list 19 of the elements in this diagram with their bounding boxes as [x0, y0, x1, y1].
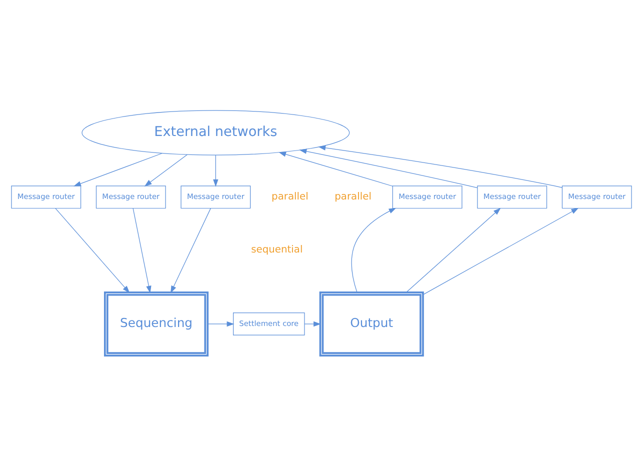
- label: parallel: [272, 191, 308, 202]
- arrow: [299, 148, 478, 188]
- node-box: Output: [319, 291, 424, 356]
- arrow: [144, 154, 188, 186]
- arrow: [351, 208, 396, 293]
- arrow: [422, 208, 579, 295]
- label: sequential: [251, 244, 303, 256]
- arrow: [406, 208, 501, 293]
- arrow: [132, 208, 152, 294]
- arrow: [55, 208, 130, 294]
- arrow: [170, 208, 211, 294]
- arrow: [318, 145, 562, 188]
- node-box: Sequencing: [104, 291, 209, 356]
- arrow: [304, 321, 321, 327]
- arrow: [207, 321, 234, 327]
- label: parallel: [334, 191, 372, 202]
- arrow: [74, 152, 163, 186]
- arrow: [278, 152, 393, 186]
- arrow: [213, 154, 218, 187]
